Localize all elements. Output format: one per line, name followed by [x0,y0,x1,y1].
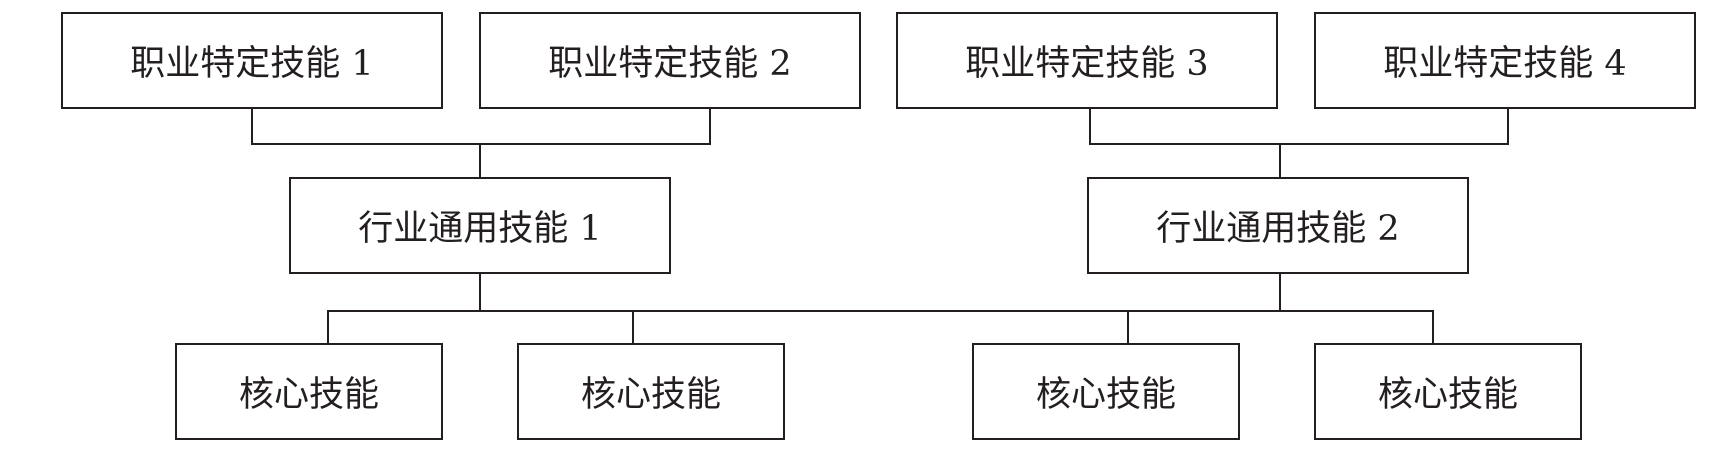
industry-general-skill-2-box: 行业通用技能 2 [1087,177,1469,274]
occupation-specific-skill-4-box: 职业特定技能 4 [1314,12,1696,109]
core-skill-2-box: 核心技能 [517,343,785,440]
node-label: 职业特定技能 3 [965,44,1209,84]
occupation-specific-skill-1-box: 职业特定技能 1 [61,12,443,109]
core-skill-1-box: 核心技能 [175,343,443,440]
occupation-specific-skill-3-box: 职业特定技能 3 [896,12,1278,109]
node-label: 核心技能 [580,375,721,415]
node-label: 核心技能 [238,375,379,415]
occupation-specific-skill-2-box: 职业特定技能 2 [479,12,861,109]
node-label: 职业特定技能 2 [548,44,792,84]
industry-general-skill-1-box: 行业通用技能 1 [289,177,671,274]
node-label: 行业通用技能 1 [358,209,602,249]
core-skill-4-box: 核心技能 [1314,343,1582,440]
node-label: 职业特定技能 1 [130,44,374,84]
node-label: 核心技能 [1377,375,1518,415]
node-label: 核心技能 [1035,375,1176,415]
core-skill-3-box: 核心技能 [972,343,1240,440]
node-label: 职业特定技能 4 [1383,44,1627,84]
node-label: 行业通用技能 2 [1156,209,1400,249]
